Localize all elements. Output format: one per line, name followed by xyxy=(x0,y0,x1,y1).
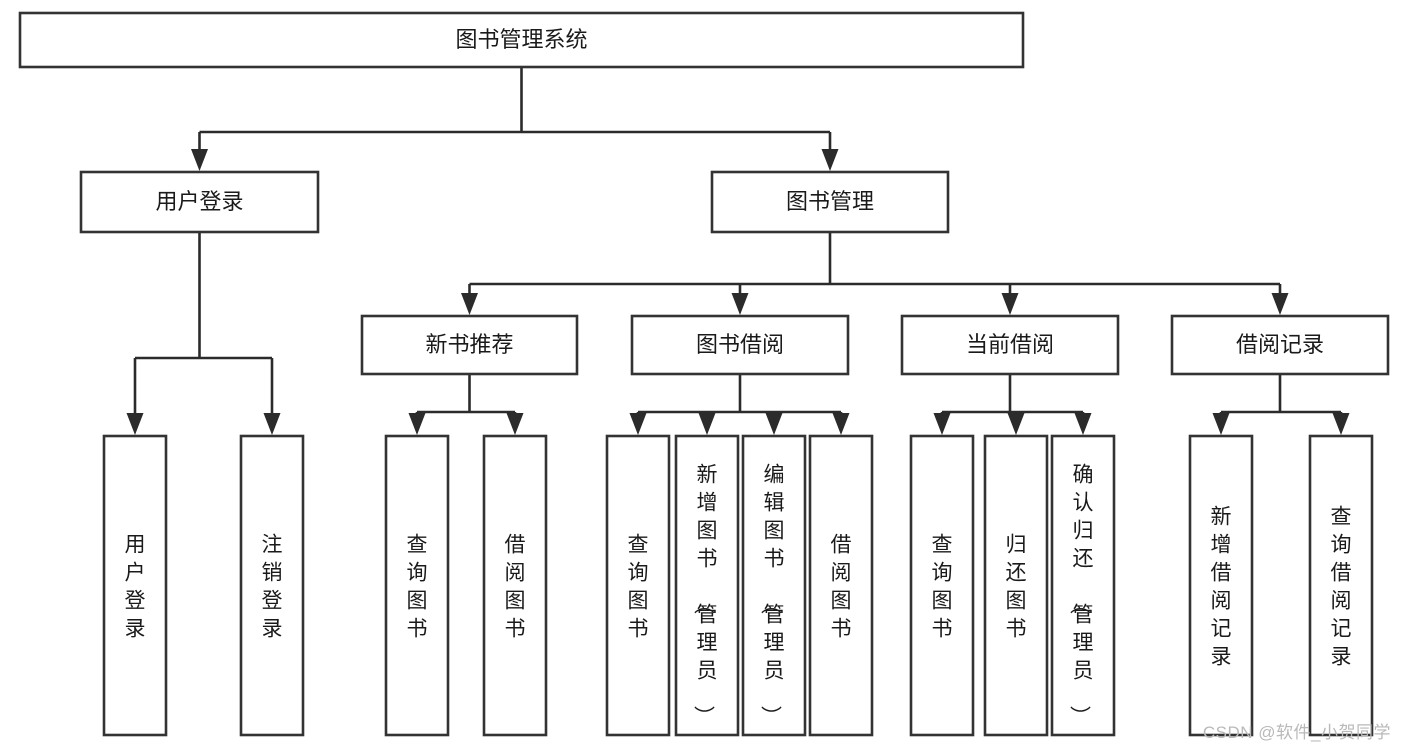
node-l-bb-edit[interactable]: 编辑图书（管理员） xyxy=(741,434,807,737)
node-label: 归还图书 xyxy=(1006,533,1027,640)
arrow-head-icon xyxy=(629,413,647,435)
arrow-head-icon xyxy=(1001,293,1019,315)
node-l-bb-borrow[interactable]: 借阅图书 xyxy=(808,434,874,737)
node-label: 新增借阅记录 xyxy=(1211,505,1232,668)
arrow-head-icon xyxy=(832,413,850,435)
node-box xyxy=(710,170,950,234)
node-label: 图书管理 xyxy=(786,189,874,214)
node-l-cb-query[interactable]: 查询图书 xyxy=(909,434,975,737)
node-box xyxy=(605,434,671,737)
node-n-records[interactable]: 借阅记录 xyxy=(1170,314,1390,376)
node-layer: 图书管理系统用户登录图书管理新书推荐图书借阅当前借阅借阅记录用户登录注销登录查询… xyxy=(18,11,1390,737)
node-n-current[interactable]: 当前借阅 xyxy=(900,314,1120,376)
node-box xyxy=(18,11,1025,69)
node-box xyxy=(900,314,1120,376)
node-box xyxy=(630,314,850,376)
arrow-head-icon xyxy=(126,413,144,435)
node-l-nr-borrow[interactable]: 借阅图书 xyxy=(482,434,548,737)
node-label: 图书借阅 xyxy=(696,332,784,357)
arrow-head-icon xyxy=(765,413,783,435)
connector-layer xyxy=(126,67,1350,435)
node-label: 确认归还（管理员） xyxy=(1068,463,1094,726)
node-box xyxy=(808,434,874,737)
node-label: 图书管理系统 xyxy=(455,27,587,52)
node-label: 借阅图书 xyxy=(505,533,526,640)
arrow-head-icon xyxy=(263,413,281,435)
node-box xyxy=(79,170,320,234)
node-label: 编辑图书（管理员） xyxy=(759,463,785,726)
node-box xyxy=(102,434,168,737)
node-label: 查询图书 xyxy=(407,533,428,640)
arrow-head-icon xyxy=(1007,413,1025,435)
node-label: 查询图书 xyxy=(932,533,953,640)
arrow-head-icon xyxy=(191,149,208,171)
node-box xyxy=(983,434,1049,737)
node-box xyxy=(1188,434,1254,737)
arrow-head-icon xyxy=(506,413,524,435)
arrow-head-icon xyxy=(821,149,839,171)
node-l-cb-return[interactable]: 归还图书 xyxy=(983,434,1049,737)
arrow-head-icon xyxy=(933,413,951,435)
node-box xyxy=(741,434,807,737)
arrow-head-icon xyxy=(1074,413,1092,435)
node-l-nr-query[interactable]: 查询图书 xyxy=(384,434,450,737)
node-label: 新增图书（管理员） xyxy=(692,463,718,726)
node-n-book-mgmt[interactable]: 图书管理 xyxy=(710,170,950,234)
node-n-borrow[interactable]: 图书借阅 xyxy=(630,314,850,376)
node-box xyxy=(360,314,579,376)
node-box xyxy=(482,434,548,737)
node-l-bb-query[interactable]: 查询图书 xyxy=(605,434,671,737)
node-label: 用户登录 xyxy=(155,189,243,214)
node-l-user-logout[interactable]: 注销登录 xyxy=(239,434,305,737)
node-box xyxy=(1050,434,1116,737)
node-label: 当前借阅 xyxy=(966,332,1054,357)
node-box xyxy=(1170,314,1390,376)
arrow-head-icon xyxy=(698,413,716,435)
node-l-rc-query[interactable]: 查询借阅记录 xyxy=(1308,434,1374,737)
node-l-user-login[interactable]: 用户登录 xyxy=(102,434,168,737)
node-label: 新书推荐 xyxy=(425,332,513,357)
node-l-rc-add[interactable]: 新增借阅记录 xyxy=(1188,434,1254,737)
node-label: 查询图书 xyxy=(628,533,649,640)
node-box xyxy=(239,434,305,737)
node-box xyxy=(384,434,450,737)
node-l-cb-confirm[interactable]: 确认归还（管理员） xyxy=(1050,434,1116,737)
node-n-new-rec[interactable]: 新书推荐 xyxy=(360,314,579,376)
node-label: 用户登录 xyxy=(125,533,146,640)
node-l-bb-add[interactable]: 新增图书（管理员） xyxy=(674,434,740,737)
node-label: 注销登录 xyxy=(262,533,283,640)
node-n-user-login[interactable]: 用户登录 xyxy=(79,170,320,234)
arrow-head-icon xyxy=(1271,293,1289,315)
node-label: 借阅图书 xyxy=(831,533,852,640)
arrow-head-icon xyxy=(1212,413,1230,435)
node-box xyxy=(674,434,740,737)
arrow-head-icon xyxy=(461,293,478,315)
arrow-head-icon xyxy=(1332,413,1350,435)
node-root[interactable]: 图书管理系统 xyxy=(18,11,1025,69)
node-label: 借阅记录 xyxy=(1236,332,1324,357)
node-box xyxy=(1308,434,1374,737)
node-box xyxy=(909,434,975,737)
node-label: 查询借阅记录 xyxy=(1331,505,1352,668)
arrow-head-icon xyxy=(408,413,426,435)
arrow-head-icon xyxy=(731,293,749,315)
